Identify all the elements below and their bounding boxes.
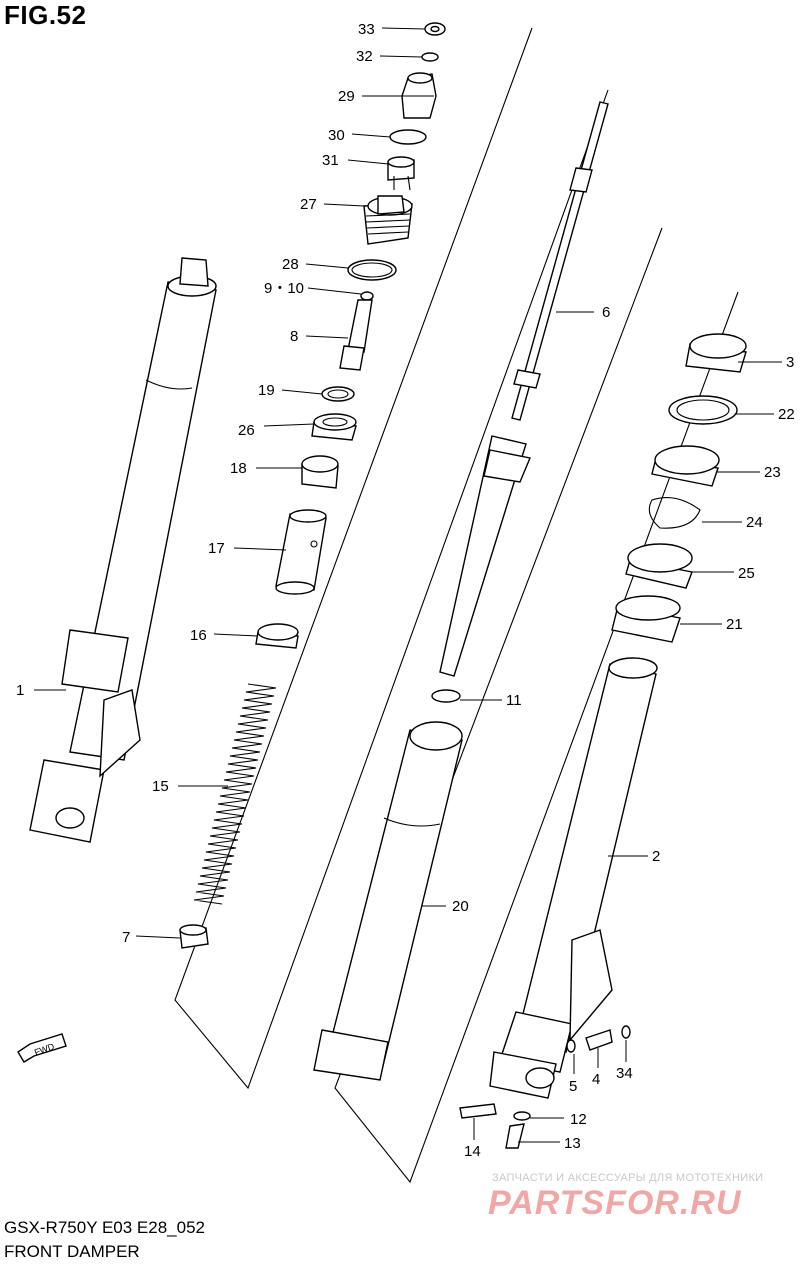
callout-28: 28 xyxy=(282,256,299,273)
callout-31: 31 xyxy=(322,152,339,169)
callout-14: 14 xyxy=(464,1143,481,1160)
part-26-seat xyxy=(311,413,357,441)
callout-16: 16 xyxy=(190,627,207,644)
part-30-oring xyxy=(389,129,427,145)
part-13-bolt xyxy=(505,1123,525,1149)
callout-18: 18 xyxy=(230,460,247,477)
part-16-seat xyxy=(255,623,299,649)
callout-26: 26 xyxy=(238,422,255,439)
part-8-rod xyxy=(339,299,373,371)
part-15-spring xyxy=(193,683,277,905)
part-11-bushing xyxy=(431,689,461,703)
callout-33: 33 xyxy=(358,21,375,38)
part-5-washer xyxy=(566,1039,576,1053)
callout-4: 4 xyxy=(592,1071,600,1088)
part-3-bushing xyxy=(685,333,747,373)
callout-29: 29 xyxy=(338,88,355,105)
part-12-washer xyxy=(513,1111,531,1121)
callout-27: 27 xyxy=(300,196,317,213)
callout-5: 5 xyxy=(569,1078,577,1095)
part-29-adjuster xyxy=(401,72,437,119)
callout-11: 11 xyxy=(506,692,522,709)
model-code: GSX-R750Y E03 E28_052 xyxy=(4,1218,205,1237)
callout-2: 2 xyxy=(652,848,660,865)
callout-30: 30 xyxy=(328,127,345,144)
callout-8: 8 xyxy=(290,328,298,345)
callout-24: 24 xyxy=(746,514,763,531)
diagram-caption: FRONT DAMPER xyxy=(4,1242,140,1261)
callout-6: 6 xyxy=(602,304,610,321)
callout-13: 13 xyxy=(564,1135,581,1152)
part-21-bushing xyxy=(611,595,681,643)
part-22-ring xyxy=(668,395,738,425)
part-4-valve xyxy=(585,1029,613,1051)
watermark-brand: PARTSFOR.RU xyxy=(488,1184,742,1222)
part-1-outer-tube xyxy=(29,257,217,843)
callout-12: 12 xyxy=(570,1111,587,1128)
part-9-10-nut xyxy=(360,291,374,301)
callout-25: 25 xyxy=(738,565,755,582)
figure-title: FIG.52 xyxy=(4,0,87,30)
part-32-oring xyxy=(421,52,439,62)
callout-3: 3 xyxy=(786,354,794,371)
callout-20: 20 xyxy=(452,898,469,915)
part-17-spacer xyxy=(275,509,327,595)
part-34-washer xyxy=(621,1025,631,1039)
part-7-nut xyxy=(179,924,209,949)
callouts: 33 32 29 30 31 27 28 9・10 8 19 26 18 17 … xyxy=(16,21,795,1160)
part-23-seal xyxy=(651,445,720,487)
part-2-outer-tube xyxy=(489,657,658,1099)
part-24-clip xyxy=(648,497,701,529)
part-28-oring xyxy=(347,259,397,281)
part-14-bolt xyxy=(459,1103,497,1119)
watermark-tagline: ЗАПЧАСТИ И АКСЕССУАРЫ ДЛЯ МОТОТЕХНИКИ xyxy=(492,1172,764,1184)
part-20-inner-tube xyxy=(313,721,463,1081)
callout-7: 7 xyxy=(122,929,130,946)
part-25-seal xyxy=(625,543,693,589)
leader-lines xyxy=(34,27,782,1143)
callout-19: 19 xyxy=(258,382,275,399)
callout-32: 32 xyxy=(356,48,373,65)
assembly-guide-lines xyxy=(174,27,739,1184)
part-19-washer xyxy=(321,386,355,402)
callout-9-10: 9・10 xyxy=(264,280,304,297)
part-33-washer xyxy=(424,22,446,36)
part-27-cap-bolt xyxy=(363,195,413,245)
callout-34: 34 xyxy=(616,1065,633,1082)
callout-21: 21 xyxy=(726,616,743,633)
callout-22: 22 xyxy=(778,406,795,423)
callout-1: 1 xyxy=(16,682,24,699)
fwd-arrow-icon: FWD xyxy=(17,1033,67,1063)
part-6-damper-cylinder xyxy=(439,101,609,677)
part-31-retainer xyxy=(387,156,415,191)
callout-15: 15 xyxy=(152,778,169,795)
part-18-bushing xyxy=(301,455,339,489)
callout-23: 23 xyxy=(764,464,781,481)
callout-17: 17 xyxy=(208,540,225,557)
